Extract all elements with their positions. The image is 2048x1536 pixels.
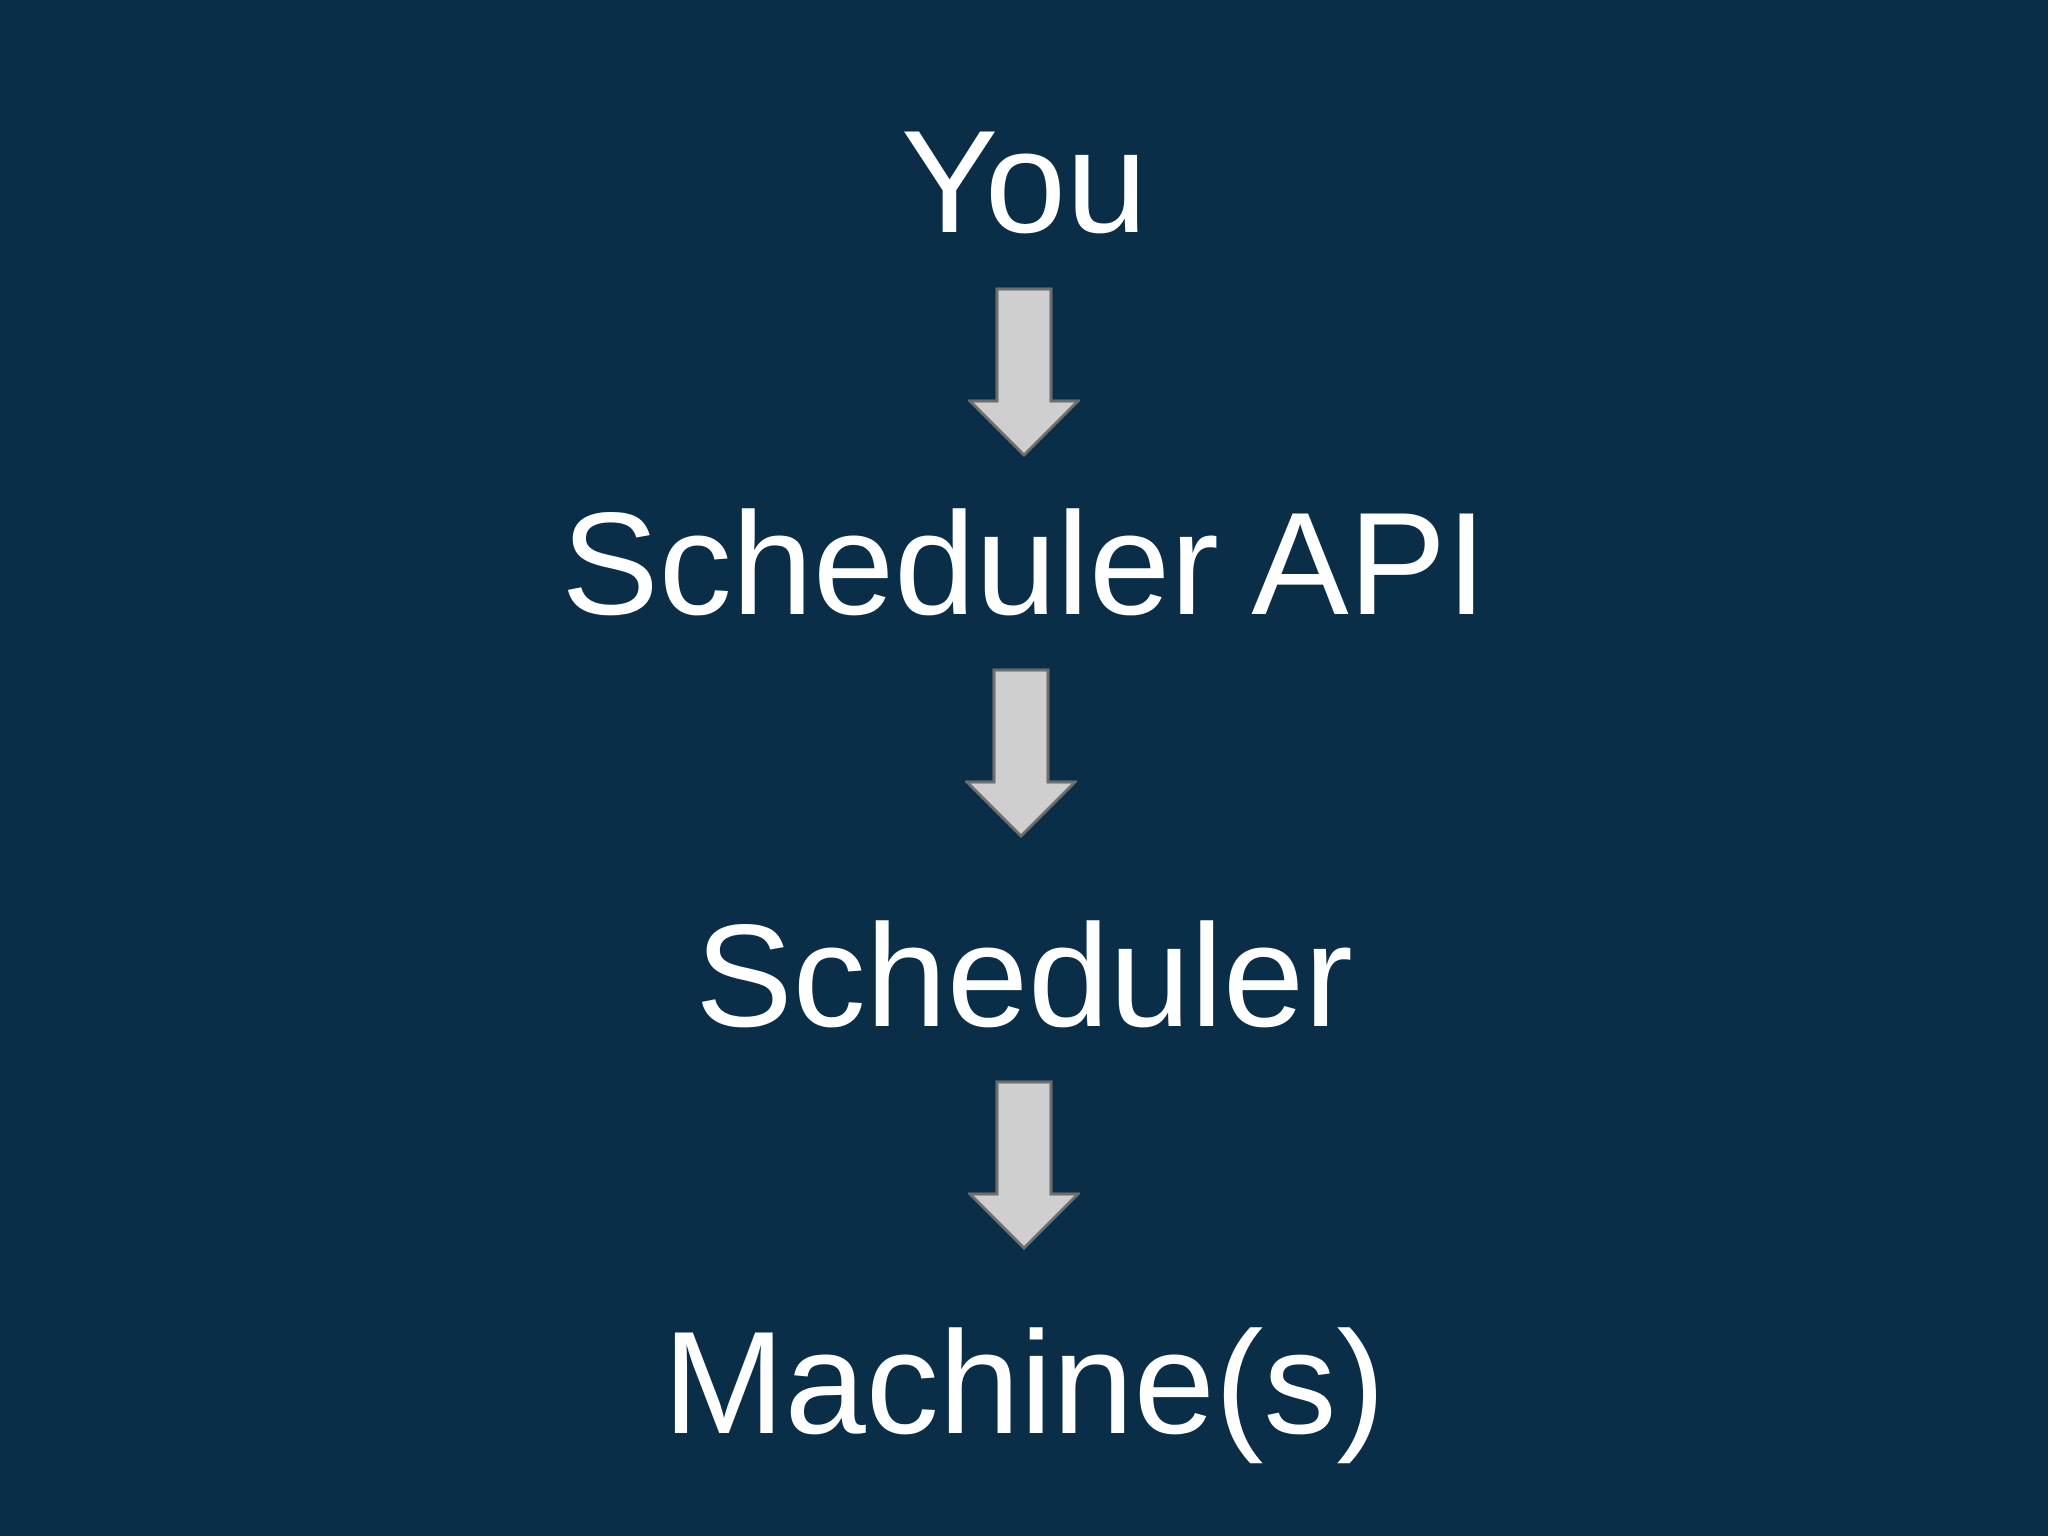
node-scheduler-api: Scheduler API (561, 482, 1487, 645)
arrow-down-icon (968, 287, 1080, 457)
arrow-down-icon (965, 668, 1077, 838)
arrow-down-icon (968, 1080, 1080, 1250)
node-scheduler: Scheduler (695, 894, 1353, 1057)
node-you: You (900, 100, 1148, 263)
node-machines: Machine(s) (662, 1301, 1386, 1464)
